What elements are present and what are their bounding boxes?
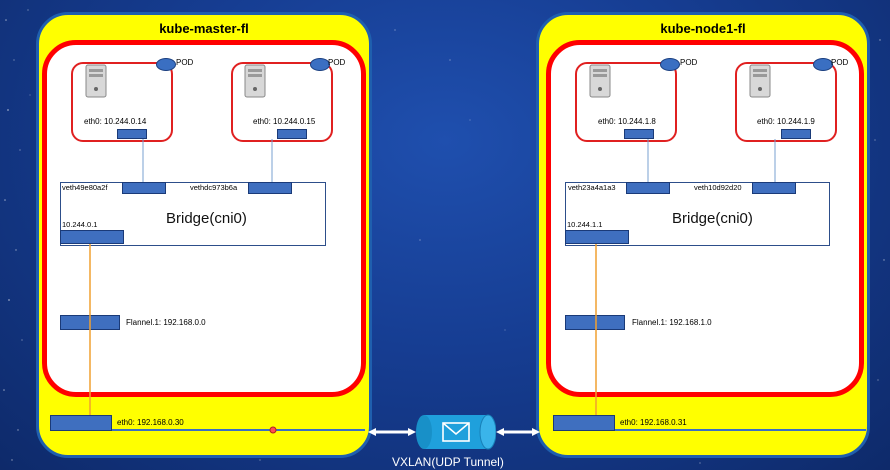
node1-eth0-port <box>553 415 615 431</box>
master-veth1-port <box>122 182 166 194</box>
server-icon <box>244 64 266 98</box>
master-veth2-port <box>248 182 292 194</box>
node1-veth2-label: veth10d92d20 <box>694 183 742 192</box>
server-icon <box>85 64 107 98</box>
node1-bridge-ip: 10.244.1.1 <box>567 220 603 229</box>
node1-pod-1-eth0-port <box>624 129 654 139</box>
node1-node-title: kube-node1-fl <box>660 21 746 36</box>
node1-bridge-ip-port <box>565 230 629 244</box>
master-pod-1-ip: eth0: 10.244.0.14 <box>84 117 147 126</box>
node1-bridge-label: Bridge(cni0) <box>672 210 753 227</box>
server-icon <box>749 64 771 98</box>
master-flannel-label: Flannel.1: 192.168.0.0 <box>126 318 206 327</box>
master-pod-1-bubble <box>156 58 176 71</box>
node1-pod-1-bubble <box>660 58 680 71</box>
node1-pod-2-ip: eth0: 10.244.1.9 <box>757 117 815 126</box>
node1-veth1-label: veth23a4a1a3 <box>568 183 616 192</box>
master-veth1-label: veth49e80a2f <box>62 183 108 192</box>
node1-veth1-port <box>626 182 670 194</box>
master-bridge-ip-port <box>60 230 124 244</box>
node1-pod-2-eth0-port <box>781 129 811 139</box>
master-eth0-label: eth0: 192.168.0.30 <box>117 418 184 427</box>
node1-pod-1-label: POD <box>680 58 698 67</box>
envelope-icon <box>442 422 470 442</box>
master-pod-2-eth0-port <box>277 129 307 139</box>
node1-flannel-port <box>565 315 625 330</box>
master-bridge-ip: 10.244.0.1 <box>62 220 98 229</box>
node1-veth2-port <box>752 182 796 194</box>
master-pod-2-ip: eth0: 10.244.0.15 <box>253 117 316 126</box>
node1-pod-2-bubble <box>813 58 833 71</box>
server-icon <box>589 64 611 98</box>
master-bridge-label: Bridge(cni0) <box>166 210 247 227</box>
vxlan-tunnel <box>416 414 496 450</box>
node1-pod-1-ip: eth0: 10.244.1.8 <box>598 117 656 126</box>
node1-flannel-label: Flannel.1: 192.168.1.0 <box>632 318 712 327</box>
master-pod-1-label: POD <box>176 58 194 67</box>
master-pod-2-label: POD <box>328 58 346 67</box>
vxlan-label: VXLAN(UDP Tunnel) <box>392 455 504 469</box>
node1-eth0-label: eth0: 192.168.0.31 <box>620 418 687 427</box>
node1-pod-2-label: POD <box>831 58 849 67</box>
master-veth2-label: vethdc973b6a <box>190 183 238 192</box>
master-node-title: kube-master-fl <box>159 21 249 36</box>
master-pod-2-bubble <box>310 58 330 71</box>
master-pod-1-eth0-port <box>117 129 147 139</box>
master-eth0-port <box>50 415 112 431</box>
